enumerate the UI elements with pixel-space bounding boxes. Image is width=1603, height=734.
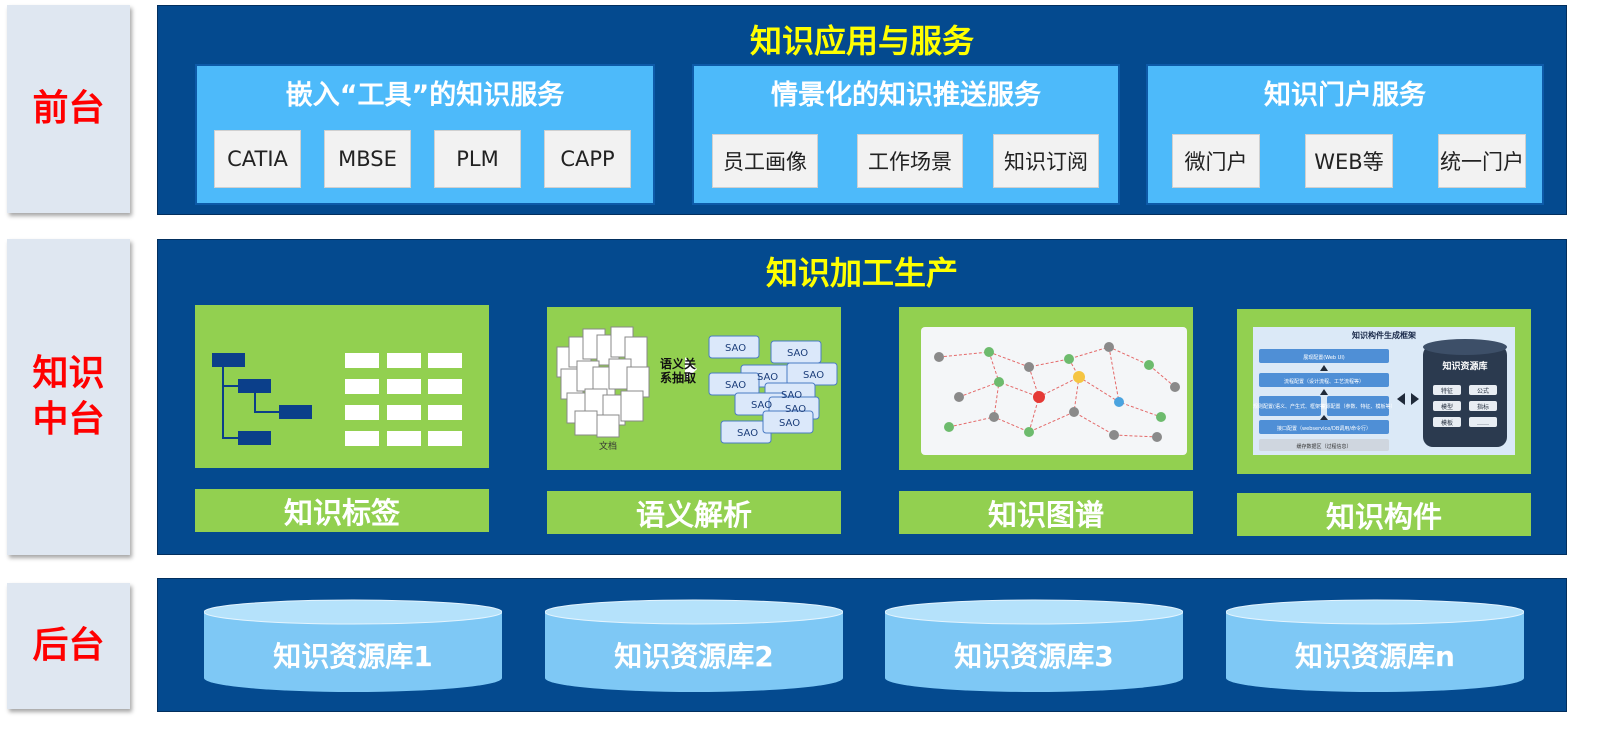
svg-text:SAO: SAO [785, 404, 806, 415]
service-group-title: 嵌入“工具”的知识服务 [285, 80, 565, 111]
chip-capp: CAPP [544, 130, 631, 188]
svg-text:SAO: SAO [737, 428, 758, 439]
db-item: 特征 [1441, 387, 1453, 395]
framework-row-label: 规则配置(语义、产生式、框架等) [1253, 403, 1327, 410]
database-cylinder-icon [1226, 599, 1524, 692]
db-item: 模型 [1441, 403, 1453, 411]
framework-row-label: 流程配置（设计流程、工艺流程等） [1284, 378, 1364, 385]
card-knowledge-graph [899, 307, 1193, 470]
card-label-knowledge-graph: 知识图谱 [899, 491, 1193, 534]
component-framework-illustration: 知识构件生成框架 展现配置(Web UI) 流程配置（设计流程、工艺流程等） 规… [1253, 327, 1515, 455]
knowledge-db-3: 知识资源库3 [885, 598, 1183, 693]
tree-node [238, 431, 271, 445]
framework-title: 知识构件生成框架 [1352, 330, 1416, 340]
card-label-semantic-parsing: 语义解析 [547, 491, 841, 534]
framework-row-label: 接口配置（webservice/DB调用/命令行） [1277, 425, 1371, 432]
svg-text:SAO: SAO [751, 400, 772, 411]
tag-tree-illustration [212, 353, 462, 446]
back-panel: 知识资源库1 知识资源库2 知识资源库3 知识资源库n [157, 578, 1567, 712]
card-knowledge-tags [195, 305, 489, 468]
chip-catia: CATIA [214, 130, 301, 188]
framework-row-label: 资源配置（参数、特征、模板等） [1320, 403, 1395, 410]
db-item: …… [1477, 420, 1489, 427]
svg-text:SAO: SAO [781, 390, 802, 401]
tier-middle-text: 知识 中台 [32, 353, 105, 440]
tier-front-text: 前台 [32, 88, 105, 129]
tag-grid [345, 353, 462, 446]
arrow-caption-1: 语义关 [660, 356, 696, 371]
service-group-portal: 知识门户服务 微门户 WEB等 统一门户 [1146, 64, 1544, 205]
chip-unified-portal: 统一门户 [1438, 134, 1526, 188]
sao-cluster [708, 335, 838, 444]
db-item: 指标 [1477, 403, 1489, 411]
knowledge-db-1: 知识资源库1 [204, 598, 502, 693]
chip-work-scenario: 工作场景 [857, 134, 963, 188]
arrow-icon [685, 357, 697, 381]
front-panel: 知识应用与服务 嵌入“工具”的知识服务 CATIA MBSE PLM CAPP … [157, 5, 1567, 215]
service-group-context: 情景化的知识推送服务 员工画像 工作场景 知识订阅 [692, 64, 1120, 205]
knowledge-db-n: 知识资源库n [1226, 598, 1524, 693]
middle-panel: 知识加工生产 知识标签 [157, 239, 1567, 555]
chip-micro-portal: 微门户 [1172, 134, 1260, 188]
card-label-knowledge-component: 知识构件 [1237, 493, 1531, 536]
db-item: 公式 [1477, 387, 1489, 395]
card-knowledge-component: 知识构件生成框架 展现配置(Web UI) 流程配置（设计流程、工艺流程等） 规… [1237, 309, 1531, 474]
doc-caption: 文档 [599, 440, 617, 452]
chip-web: WEB等 [1305, 134, 1393, 188]
svg-text:SAO: SAO [725, 343, 746, 354]
graph-nodes [934, 342, 1180, 442]
chip-employee-profile: 员工画像 [712, 134, 818, 188]
resource-db-title: 知识资源库 [1441, 360, 1487, 372]
framework-row-label: 展现配置(Web UI) [1303, 355, 1345, 361]
service-group-tools: 嵌入“工具”的知识服务 CATIA MBSE PLM CAPP [195, 64, 655, 205]
svg-text:SAO: SAO [757, 372, 778, 383]
tree-node [238, 379, 271, 393]
tier-label-front: 前台 [7, 5, 130, 213]
tier-back-text: 后台 [32, 625, 105, 666]
tree-node [212, 353, 245, 367]
arrow-icons [1320, 365, 1419, 420]
service-group-title: 情景化的知识推送服务 [771, 80, 1041, 111]
db-name: 知识资源库1 [273, 640, 433, 673]
db-name: 知识资源库n [1295, 640, 1455, 673]
svg-text:SAO: SAO [803, 370, 824, 381]
chip-knowledge-subscription: 知识订阅 [993, 134, 1099, 188]
database-cylinder-icon [885, 599, 1183, 692]
tier-label-middle: 知识 中台 [7, 239, 130, 555]
database-cylinder-icon [545, 599, 843, 692]
front-panel-title: 知识应用与服务 [749, 22, 974, 60]
svg-text:SAO: SAO [787, 348, 808, 359]
svg-text:SAO: SAO [779, 418, 800, 429]
knowledge-db-2: 知识资源库2 [545, 598, 843, 693]
framework-row-label: 缓存数据区（过程信息） [1296, 443, 1351, 450]
database-cylinder-icon [204, 599, 502, 692]
service-group-title: 知识门户服务 [1264, 80, 1426, 111]
middle-panel-title: 知识加工生产 [765, 254, 958, 292]
tier-label-back: 后台 [7, 583, 130, 709]
chip-mbse: MBSE [324, 130, 411, 188]
card-label-knowledge-tags: 知识标签 [195, 489, 489, 532]
db-item: 模板 [1441, 419, 1453, 427]
tree-node [279, 405, 312, 419]
db-name: 知识资源库3 [954, 640, 1114, 673]
document-stack-icon [556, 326, 650, 438]
knowledge-graph-illustration [921, 327, 1187, 455]
framework-rows [1259, 349, 1389, 434]
chip-plm: PLM [434, 130, 521, 188]
arrow-caption-2: 系抽取 [660, 370, 696, 385]
db-name: 知识资源库2 [614, 640, 774, 673]
svg-text:SAO: SAO [725, 380, 746, 391]
